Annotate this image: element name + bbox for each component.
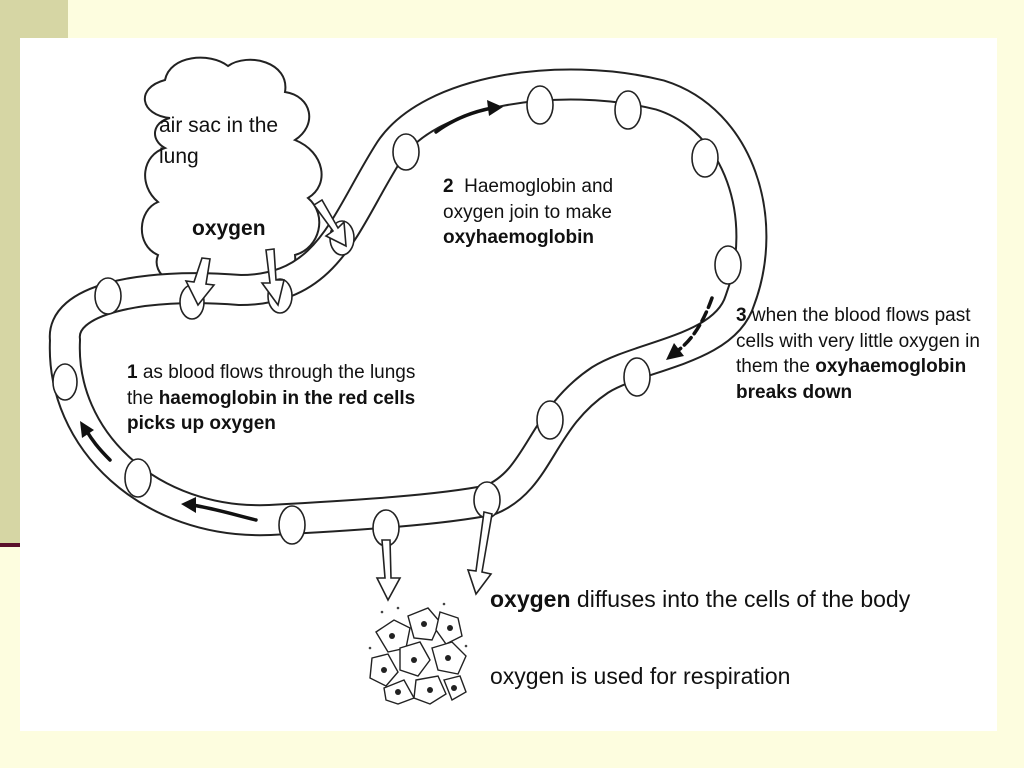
respiration-label: oxygen is used for respiration xyxy=(490,663,791,689)
step1-label: 1 as blood flows through the lungs the h… xyxy=(127,360,447,437)
flow-arrow xyxy=(434,106,494,134)
cell-nucleus xyxy=(447,625,453,631)
step1-text: as blood flows through the lungs the xyxy=(127,362,416,409)
oxygen-lung-label: oxygen xyxy=(192,217,266,240)
red-cell xyxy=(691,138,719,178)
diffuse-bold: oxygen xyxy=(490,586,571,612)
step2-number: 2 xyxy=(443,176,454,197)
red-cell xyxy=(124,458,152,498)
air-sac-label: air sac in the lung xyxy=(159,114,279,168)
oxygen-diffusion-arrows xyxy=(184,198,493,602)
oxygen-dot xyxy=(464,644,468,648)
step1-bold: haemoglobin in the red cells picks up ox… xyxy=(127,387,416,435)
oxygen-dot xyxy=(396,606,400,610)
red-cell xyxy=(94,277,122,315)
oxygen-dots xyxy=(368,602,468,650)
step2-bold: oxyhaemoglobin xyxy=(443,227,594,249)
step3-bold: oxyhaemoglobin breaks down xyxy=(736,356,967,403)
red-cell xyxy=(536,400,564,440)
flow-arrows xyxy=(80,100,714,522)
diffusion-arrow xyxy=(375,539,402,602)
accent-line xyxy=(0,543,22,547)
oxygen-dot xyxy=(368,646,372,650)
step3-text: when the blood flows past cells with ver… xyxy=(736,305,980,378)
cell-nucleus xyxy=(395,689,401,695)
air-sac-cloud xyxy=(140,56,323,297)
red-cell xyxy=(52,363,78,401)
diffusion-arrow xyxy=(260,248,286,307)
diffusion-arrow xyxy=(466,511,493,596)
step2-label: 2 Haemoglobin and oxygen join to make ox… xyxy=(443,174,663,251)
step1-number: 1 xyxy=(127,362,138,383)
cell-nucleus xyxy=(427,687,433,693)
cell-nucleus xyxy=(451,685,457,691)
red-cell xyxy=(392,133,420,171)
diffusion-arrow xyxy=(184,257,216,307)
red-cell xyxy=(526,85,554,125)
oxygen-dot xyxy=(380,610,384,614)
flow-arrow-head xyxy=(666,343,684,360)
cell-nucleus xyxy=(381,667,387,673)
cell-nucleus xyxy=(421,621,427,627)
flow-arrow-head xyxy=(487,100,503,116)
flow-arrow-head xyxy=(80,421,94,438)
step2-text: Haemoglobin and oxygen join to make xyxy=(443,176,614,223)
red-cell xyxy=(623,357,651,397)
diffuse-text: diffuses into the cells of the body xyxy=(576,586,911,612)
blood-vessel-inner xyxy=(50,70,766,535)
flow-arrow xyxy=(674,296,714,354)
oxygen-dot xyxy=(442,602,446,606)
step3-number: 3 xyxy=(736,305,747,326)
diffuse-label: oxygen diffuses into the cells of the bo… xyxy=(490,584,920,615)
cell-nucleus xyxy=(389,633,395,639)
body-cell-nuclei xyxy=(381,621,457,695)
red-cell xyxy=(714,245,742,285)
flow-arrow xyxy=(190,503,258,522)
red-cell xyxy=(614,90,642,130)
diffusion-arrow xyxy=(312,198,347,248)
cell-nucleus xyxy=(411,657,417,663)
step3-label: 3 when the blood flows past cells with v… xyxy=(736,303,1001,406)
cell-nucleus xyxy=(445,655,451,661)
flow-arrow-head xyxy=(181,497,196,513)
red-cell xyxy=(278,505,306,545)
